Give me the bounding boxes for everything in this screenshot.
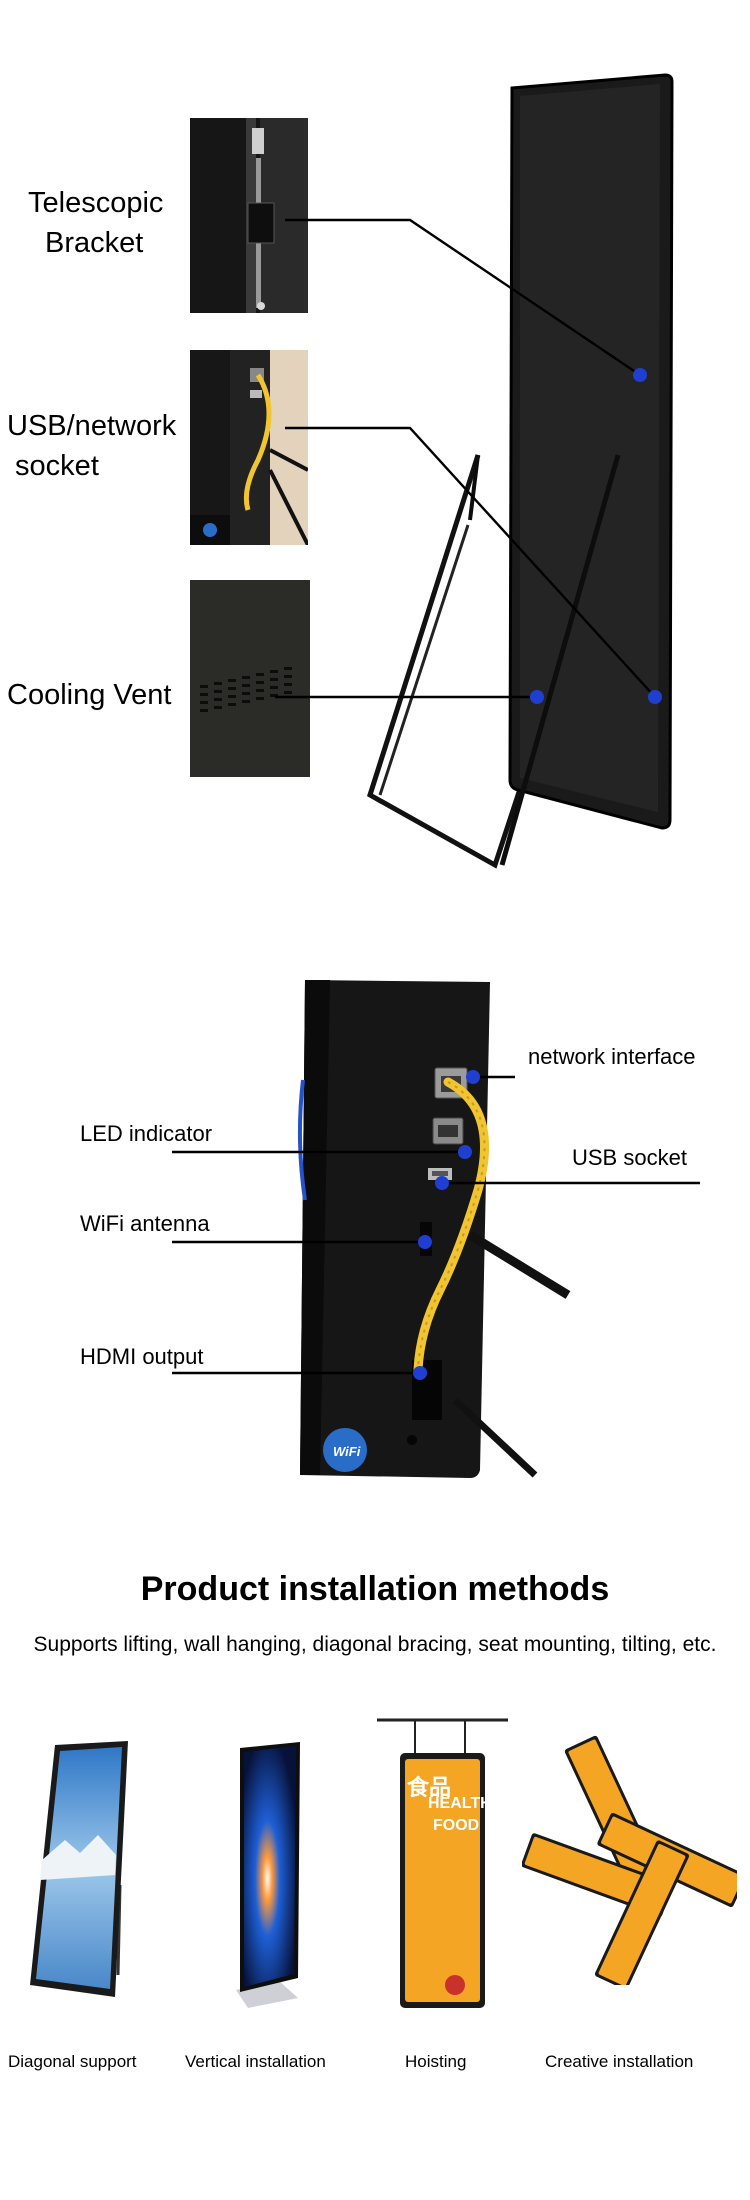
- socket-detail-graphic: [190, 350, 308, 545]
- caption-diagonal-support: Diagonal support: [8, 2052, 137, 2071]
- telescopic-bracket-photo: [190, 118, 308, 313]
- diagonal-support-image: [30, 1741, 128, 1997]
- wifi-badge-label: WiFi: [333, 1444, 361, 1459]
- overview-callout-lines: [275, 218, 662, 704]
- telescopic-bracket-label: Telescopic Bracket: [28, 183, 163, 263]
- usb-network-label: USB/network socket: [7, 406, 176, 486]
- network-interface-dot: [466, 1070, 480, 1084]
- led-indicator-label: LED indicator: [80, 1121, 213, 1146]
- cooling-vent-label: Cooling Vent: [7, 675, 171, 715]
- creative-installation-image: [522, 1735, 737, 1985]
- wifi-antenna-dot: [418, 1235, 432, 1249]
- poster-line2-text: FOOD: [433, 1817, 480, 1834]
- hdmi-output-label: HDMI output: [80, 1344, 204, 1369]
- hoisting-image: [377, 1718, 508, 2008]
- telescopic-label-line1: Telescopic: [28, 187, 164, 219]
- hdmi-output-dot: [413, 1366, 427, 1380]
- installation-subtitle: Supports lifting, wall hanging, diagonal…: [33, 1633, 717, 1656]
- usb-label-line2: socket: [7, 450, 99, 483]
- bracket-detail-graphic: [190, 118, 308, 313]
- poster-screen-illustration: [367, 73, 674, 869]
- caption-hoisting: Hoisting: [405, 2052, 467, 2071]
- vertical-installation-image: [236, 1742, 300, 2008]
- installation-title: Product installation methods: [140, 1570, 610, 1608]
- telescopic-label-line2: Bracket: [45, 227, 144, 260]
- usb-socket-dot: [435, 1176, 449, 1190]
- poster-brand-text: 食品: [407, 1775, 452, 1800]
- usb-network-socket-photo: [190, 350, 308, 545]
- wifi-antenna-label: WiFi antenna: [80, 1211, 210, 1236]
- cooling-vent-photo: [190, 580, 310, 777]
- ports-callout-lines: [172, 1070, 700, 1380]
- telescopic-dot: [633, 368, 647, 382]
- poster-line1-text: HEALTH: [428, 1795, 492, 1812]
- network-interface-label: network interface: [528, 1044, 696, 1069]
- usb-socket-label: USB socket: [572, 1145, 687, 1170]
- vent-detail-graphic: [190, 580, 310, 777]
- vent-dot: [530, 690, 544, 704]
- led-indicator-dot: [458, 1145, 472, 1159]
- usb-label-line1: USB/network: [7, 410, 177, 442]
- vent-label-line1: Cooling Vent: [7, 679, 172, 711]
- caption-vertical-installation: Vertical installation: [185, 2052, 326, 2071]
- usb-dot: [648, 690, 662, 704]
- caption-creative-installation: Creative installation: [545, 2052, 694, 2071]
